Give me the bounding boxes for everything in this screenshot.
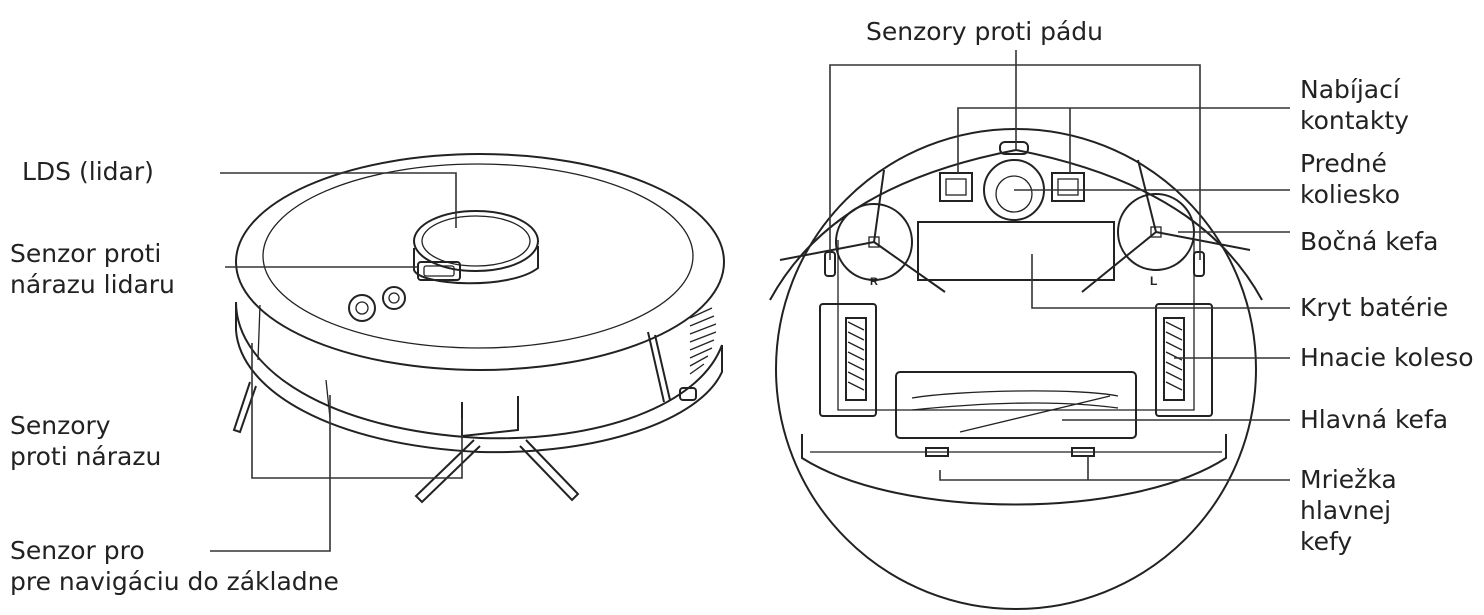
left-leader-lines bbox=[210, 172, 463, 552]
robot-bottom-view bbox=[769, 128, 1263, 610]
label-cliff-sensors: Senzory proti pádu bbox=[866, 17, 1104, 46]
label-lds: LDS (lidar) bbox=[22, 157, 154, 186]
label-drive-wheel: Hnacie koleso bbox=[1300, 343, 1474, 372]
label-main-brush-grid: Mriežka hlavnej kefy bbox=[1300, 465, 1397, 556]
label-main-brush: Hlavná kefa bbox=[1300, 405, 1449, 434]
label-side-brush: Bočná kefa bbox=[1300, 227, 1439, 256]
label-bump-sensors: Senzory proti nárazu bbox=[10, 411, 162, 471]
label-battery-cover: Kryt batérie bbox=[1300, 293, 1449, 322]
label-front-wheel: Predné koliesko bbox=[1300, 149, 1401, 209]
label-lidar-bump-sensor: Senzor proti nárazu lidaru bbox=[10, 239, 175, 299]
label-charging-contacts: Nabíjací kontakty bbox=[1300, 75, 1409, 135]
right-brush-marking: R bbox=[870, 276, 878, 288]
right-leader-lines bbox=[829, 50, 1290, 481]
label-dock-sensor: Senzor pro pre navigáciu do základne bbox=[10, 536, 339, 596]
robot-top-view bbox=[232, 153, 725, 504]
side-vents bbox=[689, 307, 717, 375]
left-brush-marking: L bbox=[1150, 274, 1157, 288]
